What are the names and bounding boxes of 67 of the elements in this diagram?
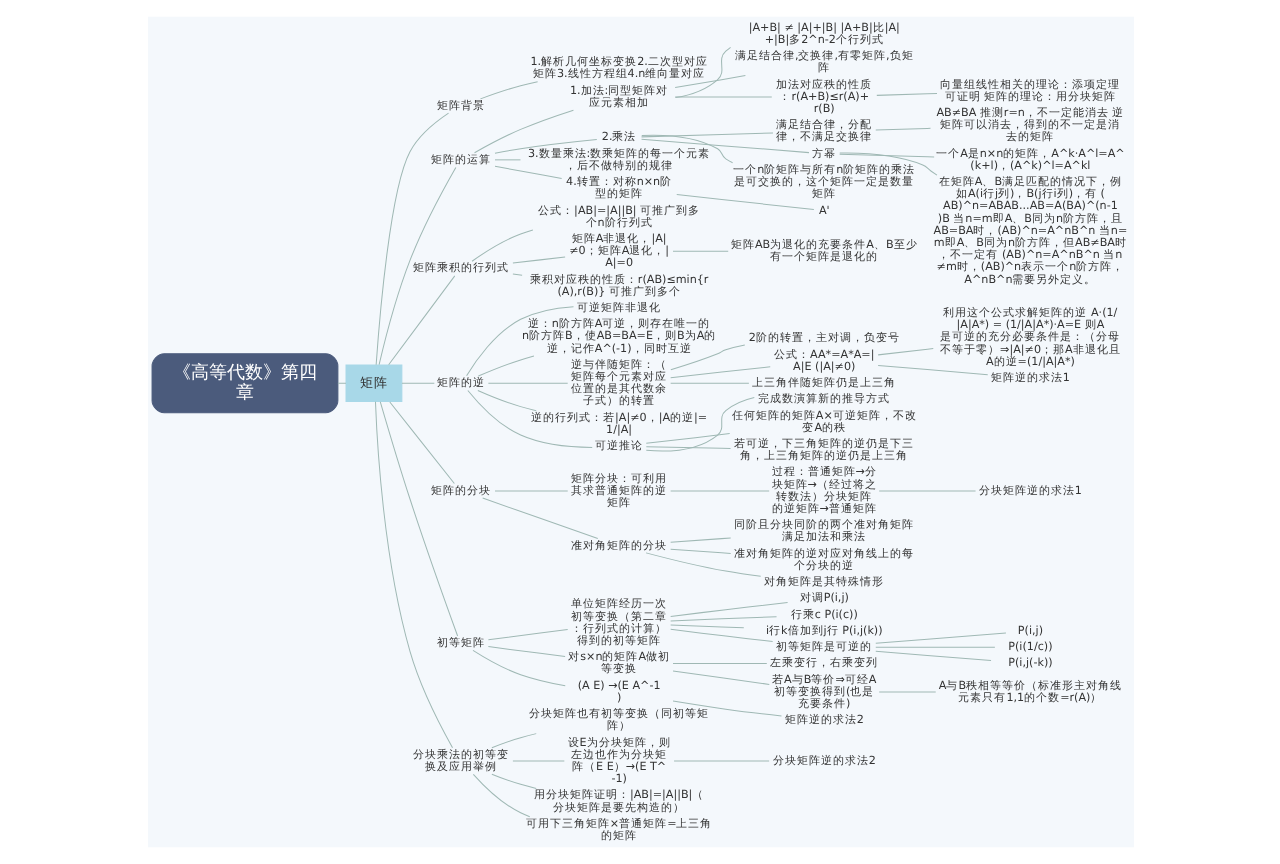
connector: [876, 348, 933, 356]
connector: [511, 760, 564, 762]
connector: [640, 132, 773, 138]
connector: [388, 401, 454, 484]
connector: [486, 646, 565, 658]
connector: [387, 275, 455, 366]
connector: [640, 138, 809, 154]
connector: [478, 81, 538, 100]
connector: [486, 382, 568, 384]
connector: [511, 273, 522, 276]
connector: [671, 663, 767, 665]
connector: [877, 691, 936, 693]
connector: [493, 490, 568, 492]
connector: [669, 366, 770, 379]
connector: [471, 649, 565, 687]
connector: [874, 646, 995, 648]
connector: [838, 152, 937, 176]
connector: [374, 112, 449, 366]
connector: [672, 760, 769, 762]
connector: [640, 134, 733, 164]
node-box: 《高等代数》第四章: [150, 353, 338, 414]
connector: [671, 700, 781, 717]
connector: [669, 382, 749, 384]
connector: [481, 497, 598, 540]
connector: [644, 446, 731, 449]
connector: [669, 616, 777, 622]
connector: [838, 153, 934, 158]
connector: [644, 397, 754, 452]
connector: [470, 229, 533, 262]
connector: [486, 628, 568, 641]
connector: [669, 344, 745, 371]
connector: [336, 382, 346, 384]
connector: [673, 96, 772, 98]
connector: [465, 306, 574, 377]
connector: [669, 602, 788, 617]
connector: [669, 548, 731, 554]
connector: [490, 773, 536, 789]
connector: [466, 389, 592, 448]
connector: [493, 139, 597, 154]
connector: [644, 433, 730, 444]
connector: [377, 166, 456, 366]
connector: [644, 552, 761, 577]
connector: [675, 194, 814, 211]
connector: [669, 624, 744, 629]
connector: [493, 159, 520, 161]
connector: [511, 256, 565, 264]
connector: [373, 401, 453, 749]
connector: [874, 650, 991, 661]
connector: [493, 165, 562, 179]
connector: [876, 364, 988, 376]
connector: [875, 93, 937, 96]
connector: [669, 628, 773, 643]
connector: [378, 401, 458, 637]
connector: [671, 670, 769, 685]
connector: [471, 773, 530, 818]
connector: [874, 127, 930, 131]
connector: [669, 490, 769, 492]
connector: [671, 250, 728, 252]
connector: [476, 355, 534, 377]
connector: [490, 733, 536, 749]
connector: [669, 537, 731, 543]
connector: [473, 109, 573, 154]
connector: [877, 490, 976, 492]
connector: [476, 390, 536, 412]
connector: [874, 632, 1006, 644]
connector: [400, 382, 434, 384]
connector: [673, 75, 745, 89]
